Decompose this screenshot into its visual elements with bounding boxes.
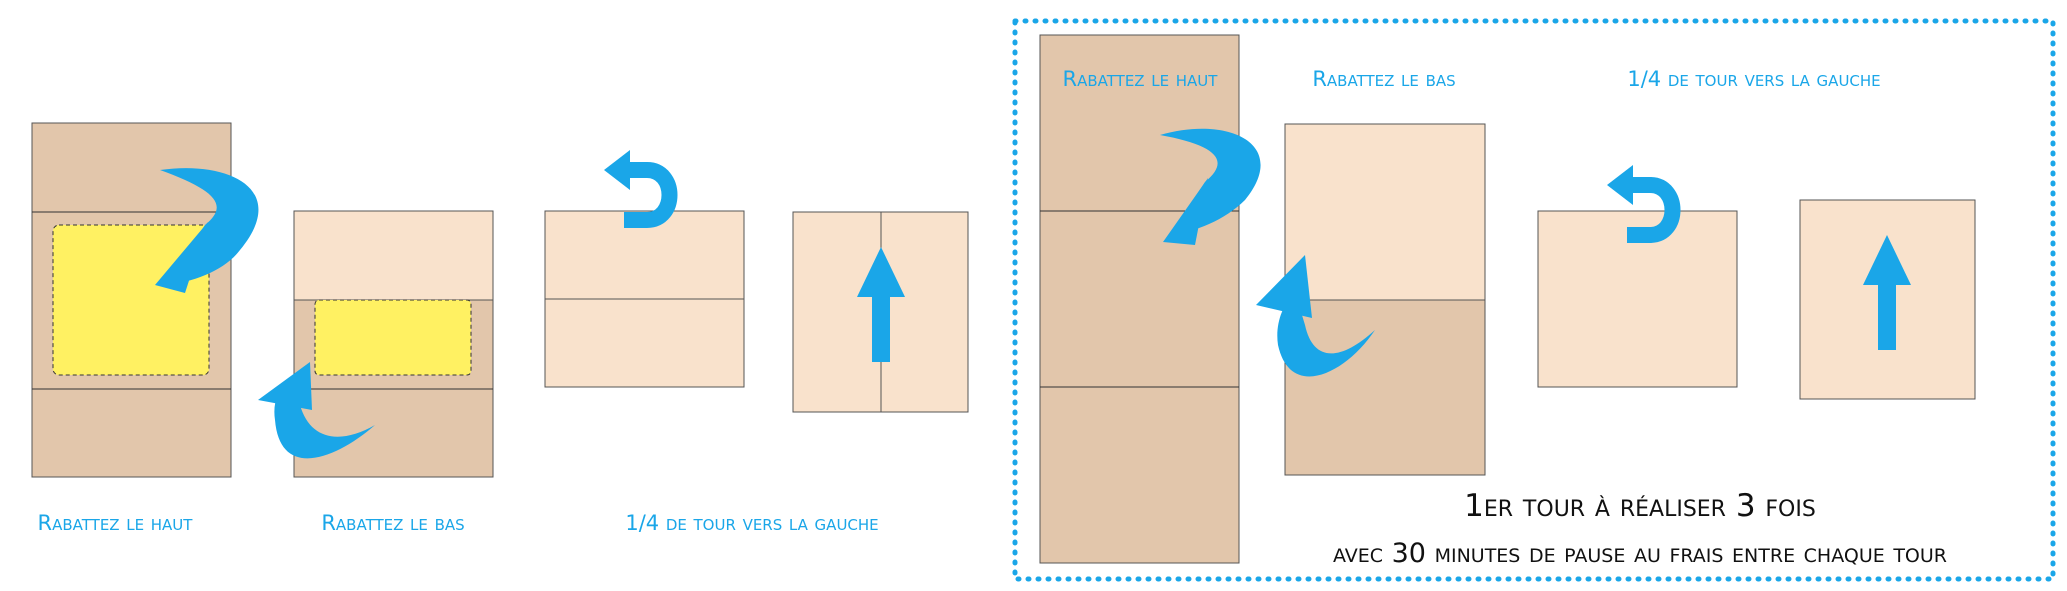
dough-flap-light xyxy=(1284,123,1486,301)
dough-lower xyxy=(1284,299,1486,476)
u-turn-arrow-icon xyxy=(604,150,670,220)
repeat-note-line2: avec 30 minutes de pause au frais entre … xyxy=(1333,538,1947,569)
butter-block xyxy=(52,224,210,376)
step-fold-top-1 xyxy=(31,122,259,478)
dough-flap-light xyxy=(293,210,494,301)
caption-fold-bottom-1: Rabattez le bas xyxy=(321,511,464,535)
step-fold-bottom-2 xyxy=(1256,123,1486,476)
step-quarter-turn-1 xyxy=(544,150,745,388)
step-fold-top-2 xyxy=(1039,34,1261,564)
curved-arrow-icon xyxy=(258,362,312,410)
caption-fold-top-1: Rabattez le haut xyxy=(38,511,194,535)
caption-fold-top-2: Rabattez le haut xyxy=(1063,67,1219,91)
caption-quarter-turn-2: 1/4 de tour vers la gauche xyxy=(1627,67,1880,91)
curved-arrow-icon xyxy=(1256,255,1312,318)
repeat-frame xyxy=(1012,18,2056,582)
curved-arrow-icon xyxy=(1163,178,1208,245)
caption-quarter-turn-1: 1/4 de tour vers la gauche xyxy=(625,511,878,535)
step-quarter-turn-2 xyxy=(1537,165,1738,388)
curved-arrow-icon xyxy=(155,222,208,293)
step-fold-bottom-1 xyxy=(258,210,494,478)
caption-fold-bottom-2: Rabattez le bas xyxy=(1312,67,1455,91)
curved-arrow-icon xyxy=(274,375,375,459)
dough-tall-2 xyxy=(1039,34,1240,564)
curved-arrow-icon xyxy=(1160,128,1261,235)
step-result-1 xyxy=(792,211,969,413)
curved-arrow-icon xyxy=(1277,292,1375,377)
butter-block xyxy=(314,299,472,376)
step-result-2 xyxy=(1799,199,1976,400)
repeat-note-line1: 1er tour à réaliser 3 fois xyxy=(1464,488,1816,524)
